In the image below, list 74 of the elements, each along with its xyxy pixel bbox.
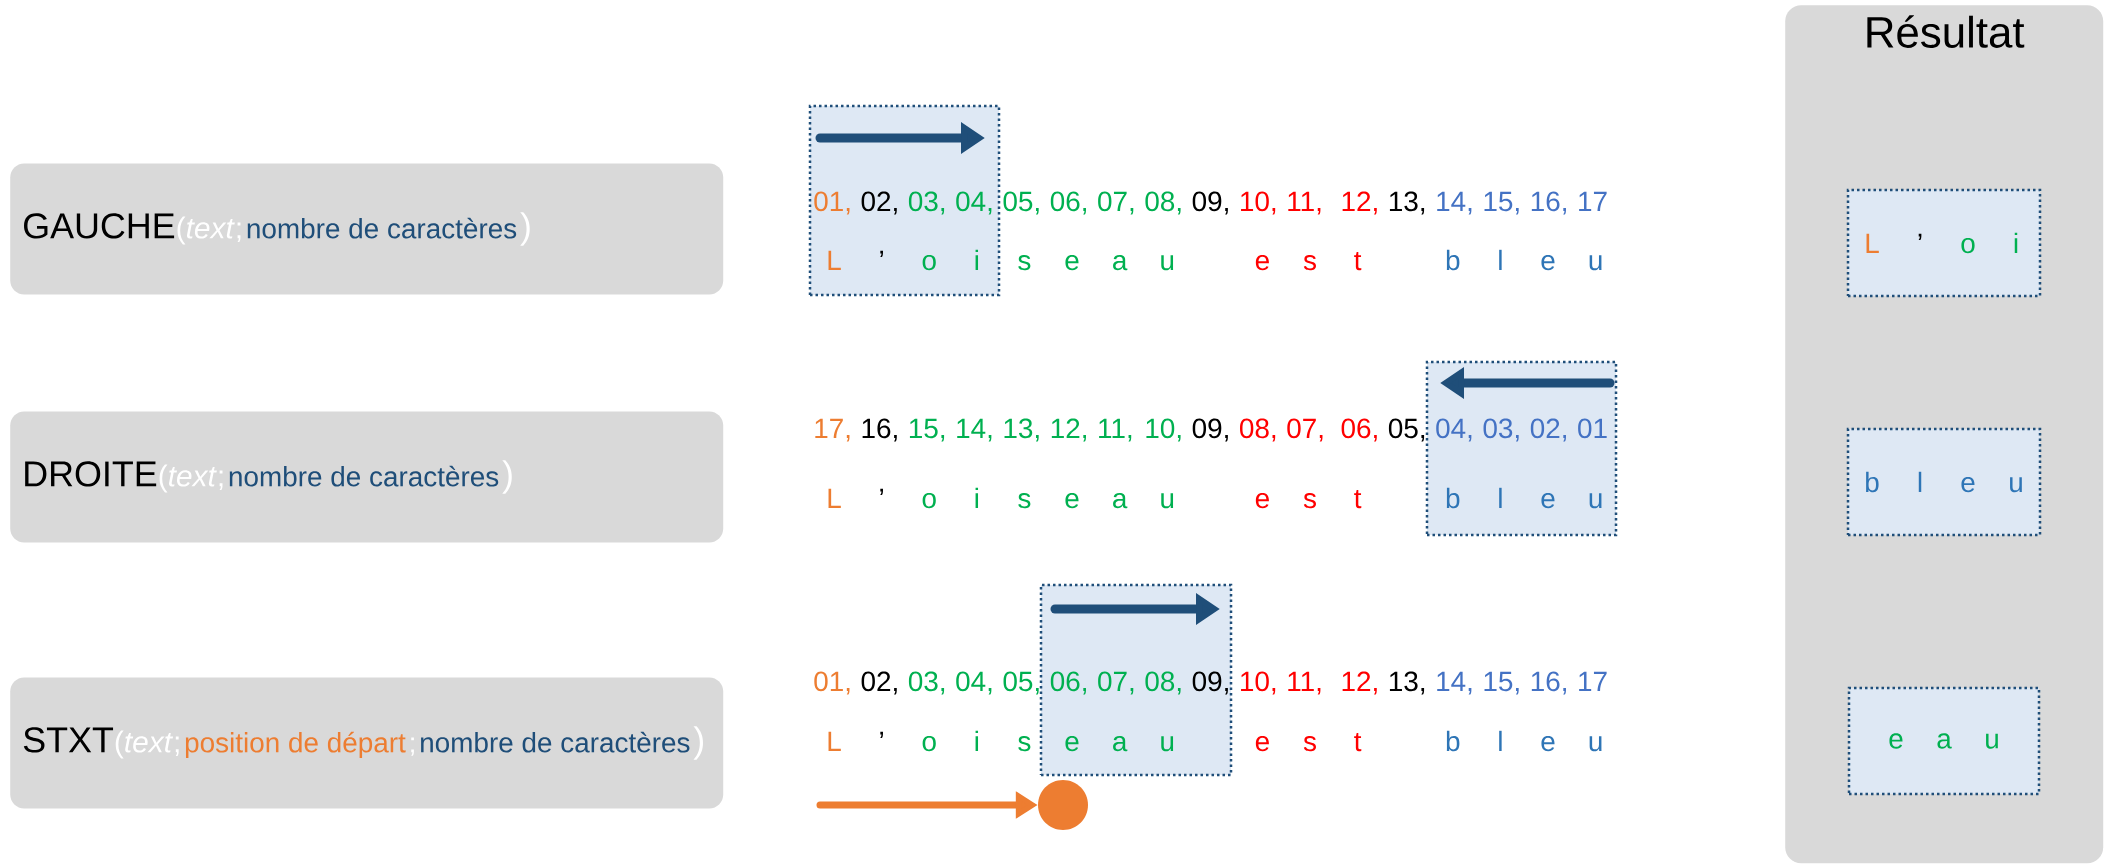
number-label: 15,: [1484, 671, 1519, 695]
number-label: 08,: [1240, 418, 1276, 442]
number-label: 09,: [1192, 418, 1228, 442]
number-label: 07,: [1287, 418, 1323, 442]
letter-label: ’: [880, 488, 883, 496]
letter-label: l: [1499, 730, 1502, 751]
letter-label: s: [1303, 255, 1316, 271]
start-dot: [1038, 780, 1088, 830]
letter-label: ’: [880, 731, 883, 739]
number-label: 11,: [1288, 191, 1321, 215]
letter-label: u: [1161, 255, 1174, 271]
letter-label: b: [1446, 249, 1460, 271]
result-box: b l e u: [1846, 427, 2042, 537]
number-label: 10,: [1241, 191, 1276, 215]
number-label: 17: [1579, 671, 1607, 691]
letter-label: b: [1446, 730, 1460, 752]
letter-label: s: [1018, 736, 1031, 752]
number-label: 06,: [1050, 191, 1086, 215]
letter-label: e: [1541, 255, 1555, 271]
number-label: 16,: [862, 418, 897, 442]
number-label: 10,: [1146, 418, 1181, 442]
number-label: 16,: [1531, 671, 1566, 695]
number-label: 01,: [814, 671, 850, 695]
number-label: 13,: [1004, 418, 1039, 442]
highlight-box: 06, 07, 08, 09, e a u: [1039, 583, 1233, 777]
letter-label: t: [1354, 732, 1362, 752]
number-label: 16,: [1531, 191, 1566, 215]
letter-label: e: [1065, 493, 1079, 509]
number-label: 04,: [956, 671, 992, 695]
letter-label: t: [1354, 489, 1362, 509]
letter-label: s: [1303, 493, 1316, 509]
number-label: 12,: [1342, 671, 1377, 695]
letter-label: u: [1161, 493, 1174, 509]
number-label: 14,: [1437, 191, 1472, 215]
number-label: 14,: [957, 418, 992, 442]
number-label: 07,: [1098, 191, 1134, 215]
number-label: 02,: [861, 671, 897, 695]
number-label: 13,: [1389, 671, 1425, 695]
number-label: 12,: [1342, 191, 1377, 215]
letter-label: t: [1354, 251, 1362, 271]
highlight-box: 04, 03, 02, 01 b l e u: [1425, 360, 1618, 537]
letter-label: e: [1255, 493, 1269, 509]
letter-label: i: [975, 730, 979, 751]
number-label: 17: [1579, 191, 1607, 211]
letter-label: s: [1018, 493, 1031, 509]
number-label: 14,: [1437, 671, 1472, 695]
result-box: L ’ o i: [1846, 188, 2042, 298]
letter-label: s: [1303, 736, 1316, 752]
result-box: e a u: [1847, 686, 2041, 796]
letter-label: u: [1589, 255, 1602, 271]
letter-label: a: [1113, 255, 1128, 271]
number-label: 12,: [1051, 418, 1086, 442]
letter-label: L: [828, 488, 841, 508]
number-label: 13,: [1389, 191, 1425, 215]
letter-label: e: [1541, 736, 1555, 752]
number-label: 08,: [1145, 191, 1181, 215]
letter-label: a: [1113, 493, 1128, 509]
number-label: 06,: [1341, 418, 1377, 442]
highlight-box: 01, 02, 03, 04, L ’ o i: [808, 104, 1001, 297]
number-label: 09,: [1192, 191, 1228, 215]
letter-label: l: [1499, 249, 1502, 270]
letter-label: o: [922, 736, 936, 752]
letter-label: u: [1589, 736, 1602, 752]
letter-label: L: [828, 731, 841, 751]
number-label: 11,: [1099, 418, 1132, 442]
number-label: 03,: [908, 671, 945, 695]
letter-label: o: [922, 493, 936, 509]
letter-label: e: [1065, 255, 1079, 271]
number-label: 17,: [815, 418, 850, 442]
letter-label: i: [975, 487, 979, 508]
letter-label: e: [1255, 255, 1269, 271]
number-label: 15,: [909, 418, 945, 442]
number-label: 11,: [1288, 671, 1321, 695]
number-label: 15,: [1484, 191, 1519, 215]
